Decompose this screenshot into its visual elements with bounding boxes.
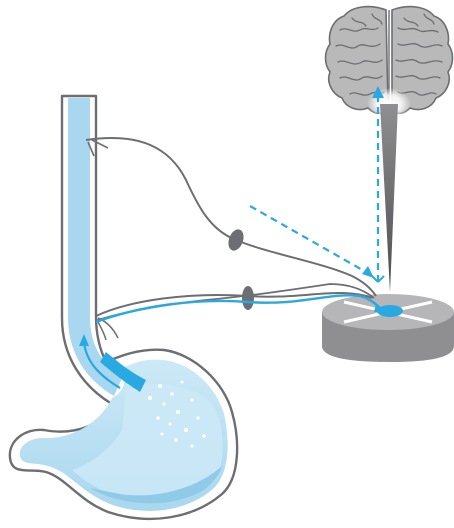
brain (326, 7, 453, 120)
vagal-afferent-nerve-upper (86, 138, 376, 296)
nodose-ganglion-lower (242, 286, 254, 310)
gi-tract (10, 96, 237, 519)
nodose-ganglion-upper (226, 227, 247, 252)
descending-input (250, 206, 374, 278)
brainstem-nucleus (322, 294, 454, 362)
brainstem-pathway (380, 104, 398, 292)
